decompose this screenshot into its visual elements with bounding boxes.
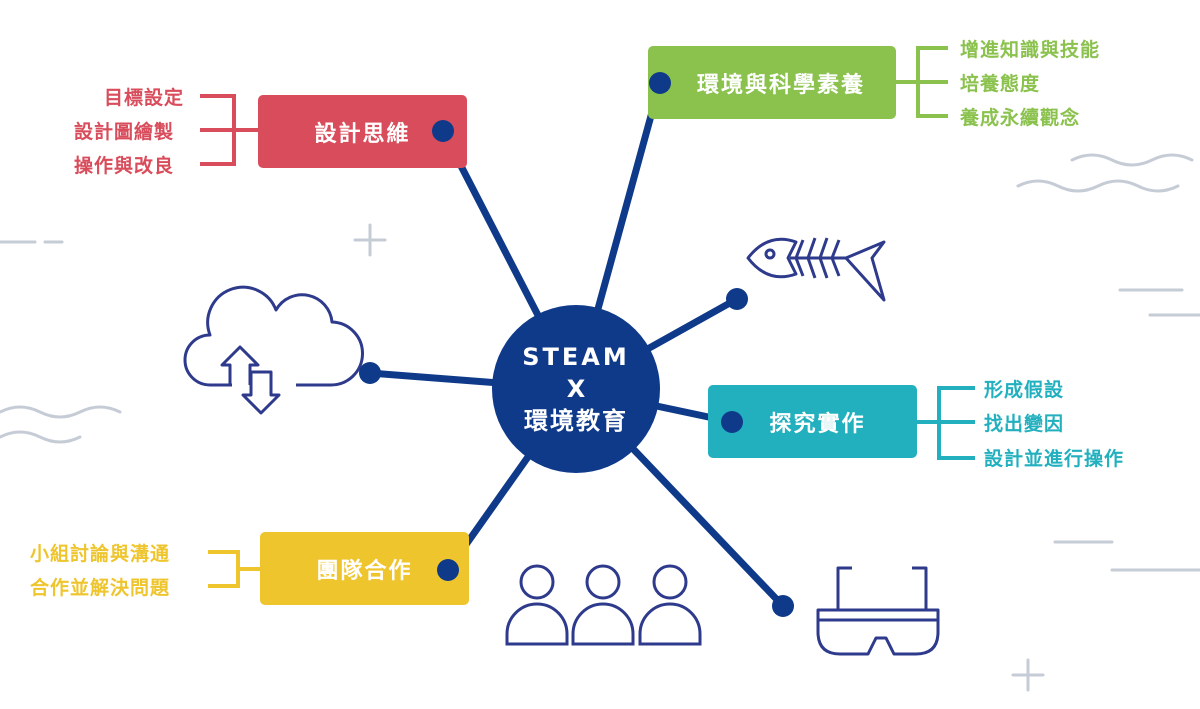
design-thinking-label: 設計思維 (314, 121, 411, 147)
inquiry-item-1: 形成假設 (984, 379, 1065, 401)
central-hub: STEAM X 環境教育 (492, 305, 660, 473)
inquiry-practice-node: 探究實作 (708, 385, 917, 458)
spoke-end-dots (359, 288, 794, 617)
team-bracket (208, 550, 260, 588)
design-item-2: 設計圖繪製 (74, 121, 175, 143)
science-item-2: 培養態度 (960, 73, 1041, 95)
fish-bone-icon (746, 237, 886, 302)
design-thinking-dot (432, 120, 454, 142)
teamwork-dot (437, 559, 459, 581)
teamwork-label: 團隊合作 (316, 558, 413, 584)
background-decoration (0, 153, 1200, 692)
people-group-icon (505, 564, 702, 646)
cloud-sync-icon (183, 285, 364, 415)
teamwork-node: 團隊合作 (260, 532, 469, 605)
hub-title-line2: X (566, 375, 586, 403)
inquiry-practice-label: 探究實作 (769, 411, 866, 437)
team-item-1: 小組討論與溝通 (30, 543, 171, 565)
hub-title-line1: STEAM (522, 343, 630, 371)
science-item-1: 增進知識與技能 (960, 39, 1101, 61)
science-literacy-node: 環境與科學素養 (648, 46, 896, 119)
design-item-3: 操作與改良 (74, 155, 175, 177)
science-bracket (896, 46, 948, 118)
science-item-3: 養成永續觀念 (960, 107, 1081, 129)
science-literacy-label: 環境與科學素養 (696, 72, 865, 98)
inquiry-bracket (916, 386, 975, 460)
design-bracket (200, 94, 258, 166)
inquiry-item-2: 找出變因 (984, 413, 1065, 435)
science-literacy-dot (649, 72, 671, 94)
design-item-1: 目標設定 (104, 87, 185, 109)
inquiry-item-3: 設計並進行操作 (984, 448, 1125, 470)
vr-glasses-icon (816, 566, 940, 656)
design-thinking-node: 設計思維 (258, 95, 467, 168)
team-item-2: 合作並解決問題 (30, 577, 171, 599)
hub-title-line3: 環境教育 (524, 407, 628, 435)
inquiry-practice-dot (721, 411, 743, 433)
